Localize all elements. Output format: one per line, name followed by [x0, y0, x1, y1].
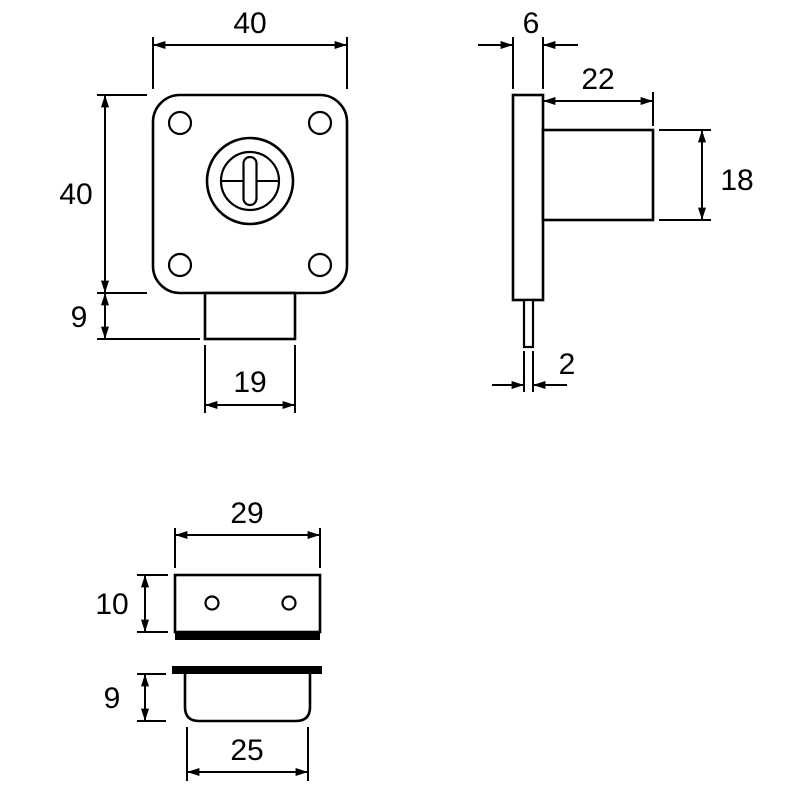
strike-plate-lip [175, 631, 320, 640]
cup-flange [172, 666, 322, 674]
bolt-front-outline [203, 291, 297, 341]
side-view-dimensions: 6 22 18 2 [478, 7, 754, 392]
cup-view [172, 666, 322, 723]
dim-label-strike-height: 10 [95, 588, 128, 621]
dim-label-bolt-thickness: 2 [559, 348, 576, 381]
front-view-dimensions: 40 40 9 19 [59, 7, 348, 413]
mounting-plate-side [511, 93, 545, 302]
dim-label-barrel-length: 22 [581, 63, 614, 96]
dim-label-strike-width: 29 [230, 497, 263, 530]
strike-plate-outline [173, 573, 322, 634]
barrel-side [541, 128, 655, 222]
screw-hole-bottom-right [307, 252, 333, 278]
dim-label-cup-width: 25 [230, 734, 263, 767]
screw-hole-bottom-left [167, 252, 193, 278]
dim-label-front-width: 40 [233, 7, 266, 40]
cup-dimensions: 9 25 [104, 673, 309, 781]
strike-plate-view [173, 573, 322, 640]
keyway-slot [242, 155, 258, 207]
screw-hole-top-left [167, 110, 193, 136]
dim-label-plate-thickness: 6 [523, 7, 540, 40]
strike-hole-left [204, 595, 220, 611]
strike-hole-right [281, 595, 297, 611]
bolt-side [522, 298, 535, 349]
dim-label-bolt-width: 19 [233, 366, 266, 399]
dim-label-bolt-drop: 9 [71, 301, 88, 334]
cup-outline [183, 674, 312, 723]
screw-hole-top-right [307, 110, 333, 136]
strike-plate-dimensions: 29 10 [95, 497, 321, 633]
side-view [511, 93, 655, 349]
dim-label-barrel-height: 18 [720, 164, 753, 197]
dim-label-front-height: 40 [59, 178, 92, 211]
dim-label-cup-depth: 9 [104, 682, 121, 715]
front-view [151, 93, 349, 341]
